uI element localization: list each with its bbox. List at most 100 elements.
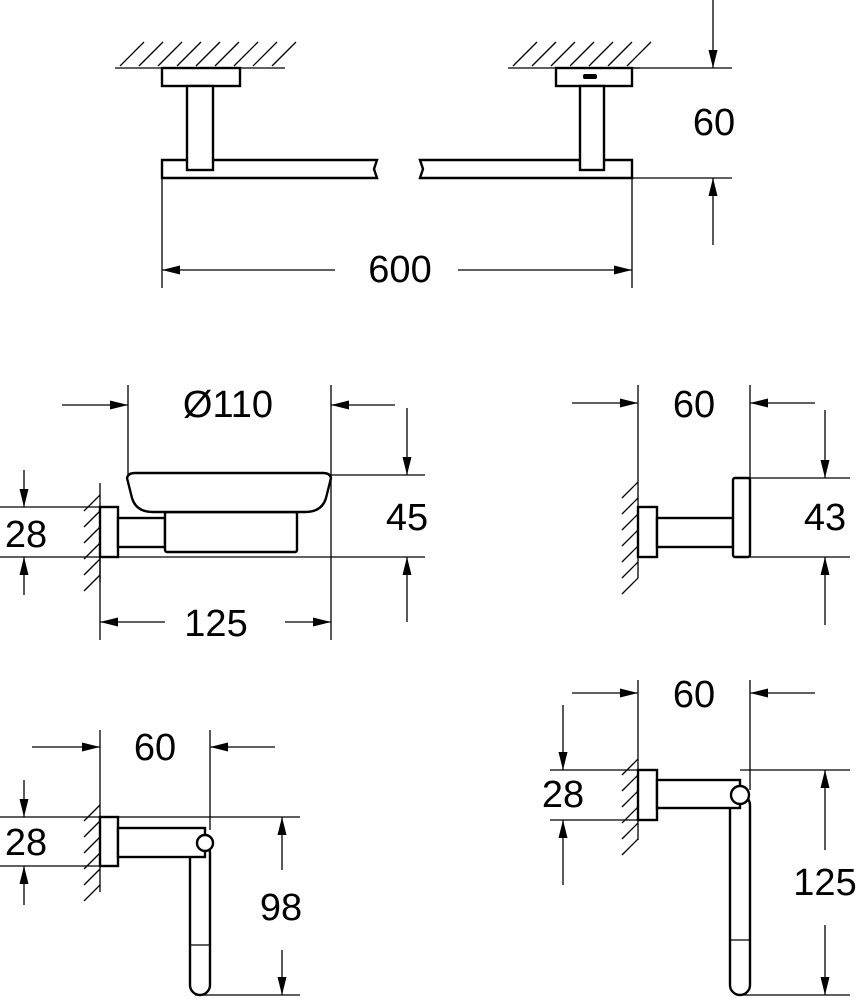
arrowhead [19, 489, 29, 507]
wall-hatch [83, 836, 101, 854]
arrowhead [100, 617, 118, 627]
arrowhead [558, 752, 568, 770]
paper-holder-plate-label: 28 [5, 822, 47, 864]
wall-hatch [83, 558, 101, 576]
towel-bar-length-label: 600 [368, 249, 431, 291]
arrowhead [402, 457, 412, 475]
robe-hook-projection-label: 60 [673, 384, 715, 426]
bar-post-left [185, 84, 215, 172]
soap-dish-diameter-label: Ø110 [183, 384, 273, 426]
arrowhead [277, 977, 287, 995]
towel-ring-length-label: 125 [793, 862, 856, 904]
soap-dish-plate-label: 28 [5, 514, 47, 556]
towel-holder-plate [636, 768, 659, 822]
arrowhead [708, 178, 718, 196]
soap-dish-projection-label: 125 [184, 603, 247, 645]
towel-ring-plate-label: 28 [542, 774, 584, 816]
wall-hatch [621, 774, 639, 792]
arrowhead [708, 50, 718, 68]
wall-hatch [621, 790, 639, 808]
arrowhead [19, 799, 29, 817]
arrowhead [313, 617, 331, 627]
arrowhead [402, 557, 412, 575]
wall-hatch [621, 529, 639, 547]
arrowhead [331, 400, 349, 410]
towel-bar-left [160, 158, 379, 180]
arrowhead [210, 742, 228, 752]
bar-mount-plate-left [160, 66, 242, 88]
paper-holder-length-label: 98 [260, 887, 302, 929]
wall-hatch [138, 41, 164, 67]
wall-hatch [157, 41, 183, 67]
arrowhead [820, 770, 830, 788]
wall-hatch [531, 41, 557, 67]
arrowhead [19, 866, 29, 884]
wall-hatch [233, 41, 259, 67]
wall-hatch [83, 820, 101, 838]
wall-hatch [621, 577, 639, 595]
arrowhead [820, 977, 830, 995]
arrowhead [820, 460, 830, 478]
arrowhead [750, 398, 768, 408]
arrowhead [162, 265, 180, 275]
wall-hatch [83, 884, 101, 902]
arrowhead [620, 688, 638, 698]
wall-hatch [83, 542, 101, 560]
wall-hatch [195, 41, 221, 67]
arrowhead [750, 688, 768, 698]
arrowhead [558, 820, 568, 838]
paper-holder-rod [188, 841, 212, 997]
soap-dish-height-label: 45 [386, 497, 428, 539]
wall-hatch [621, 838, 639, 856]
wall-hatch [621, 561, 639, 579]
wall-hatch [607, 41, 633, 67]
paper-holder-knob [195, 833, 215, 853]
wall-hatch [214, 41, 240, 67]
wall-hatch [83, 494, 101, 512]
wall-hatch [550, 41, 576, 67]
arrowhead [277, 817, 287, 835]
wall-hatch [621, 758, 639, 776]
towel-bar-depth-label: 60 [693, 102, 735, 144]
robe-hook-height-label: 43 [804, 497, 846, 539]
wall-hatch [271, 41, 297, 67]
bar-post-right [578, 84, 606, 172]
arrowhead [110, 400, 128, 410]
wall-hatch [621, 481, 639, 499]
paper-holder-projection-label: 60 [134, 727, 176, 769]
wall-hatch [512, 41, 538, 67]
wall-hatch [83, 526, 101, 544]
arrowhead [82, 742, 100, 752]
arrowhead [19, 557, 29, 575]
soap-dish-arm [116, 516, 167, 549]
towel-holder-arm [655, 778, 742, 810]
wall-hatch [621, 822, 639, 840]
soap-dish-holder [163, 510, 299, 554]
paper-holder-arm [116, 826, 207, 859]
wall-hatch [569, 41, 595, 67]
hook-arm [655, 516, 735, 549]
soap-dish-bowl [125, 471, 333, 514]
wall-hatch [83, 804, 101, 822]
wall-hatch [621, 513, 639, 531]
arrowhead [614, 265, 632, 275]
wall-hatch [83, 574, 101, 592]
wall-hatch [621, 497, 639, 515]
wall-hatch [83, 510, 101, 528]
set-screw [583, 74, 597, 79]
towel-ring-projection-label: 60 [673, 674, 715, 716]
hook-plate [636, 505, 659, 559]
soap-dish-plate [98, 505, 120, 559]
paper-holder-plate [98, 815, 120, 868]
wall-hatch [621, 545, 639, 563]
wall-hatch [119, 41, 145, 67]
arrowhead [620, 398, 638, 408]
hook-cap [731, 476, 752, 559]
wall-hatch [176, 41, 202, 67]
towel-holder-knob [729, 784, 751, 806]
wall-hatch [626, 41, 652, 67]
towel-holder-rod [728, 793, 752, 997]
wall-hatch [588, 41, 614, 67]
wall-hatch [252, 41, 278, 67]
arrowhead [820, 557, 830, 575]
